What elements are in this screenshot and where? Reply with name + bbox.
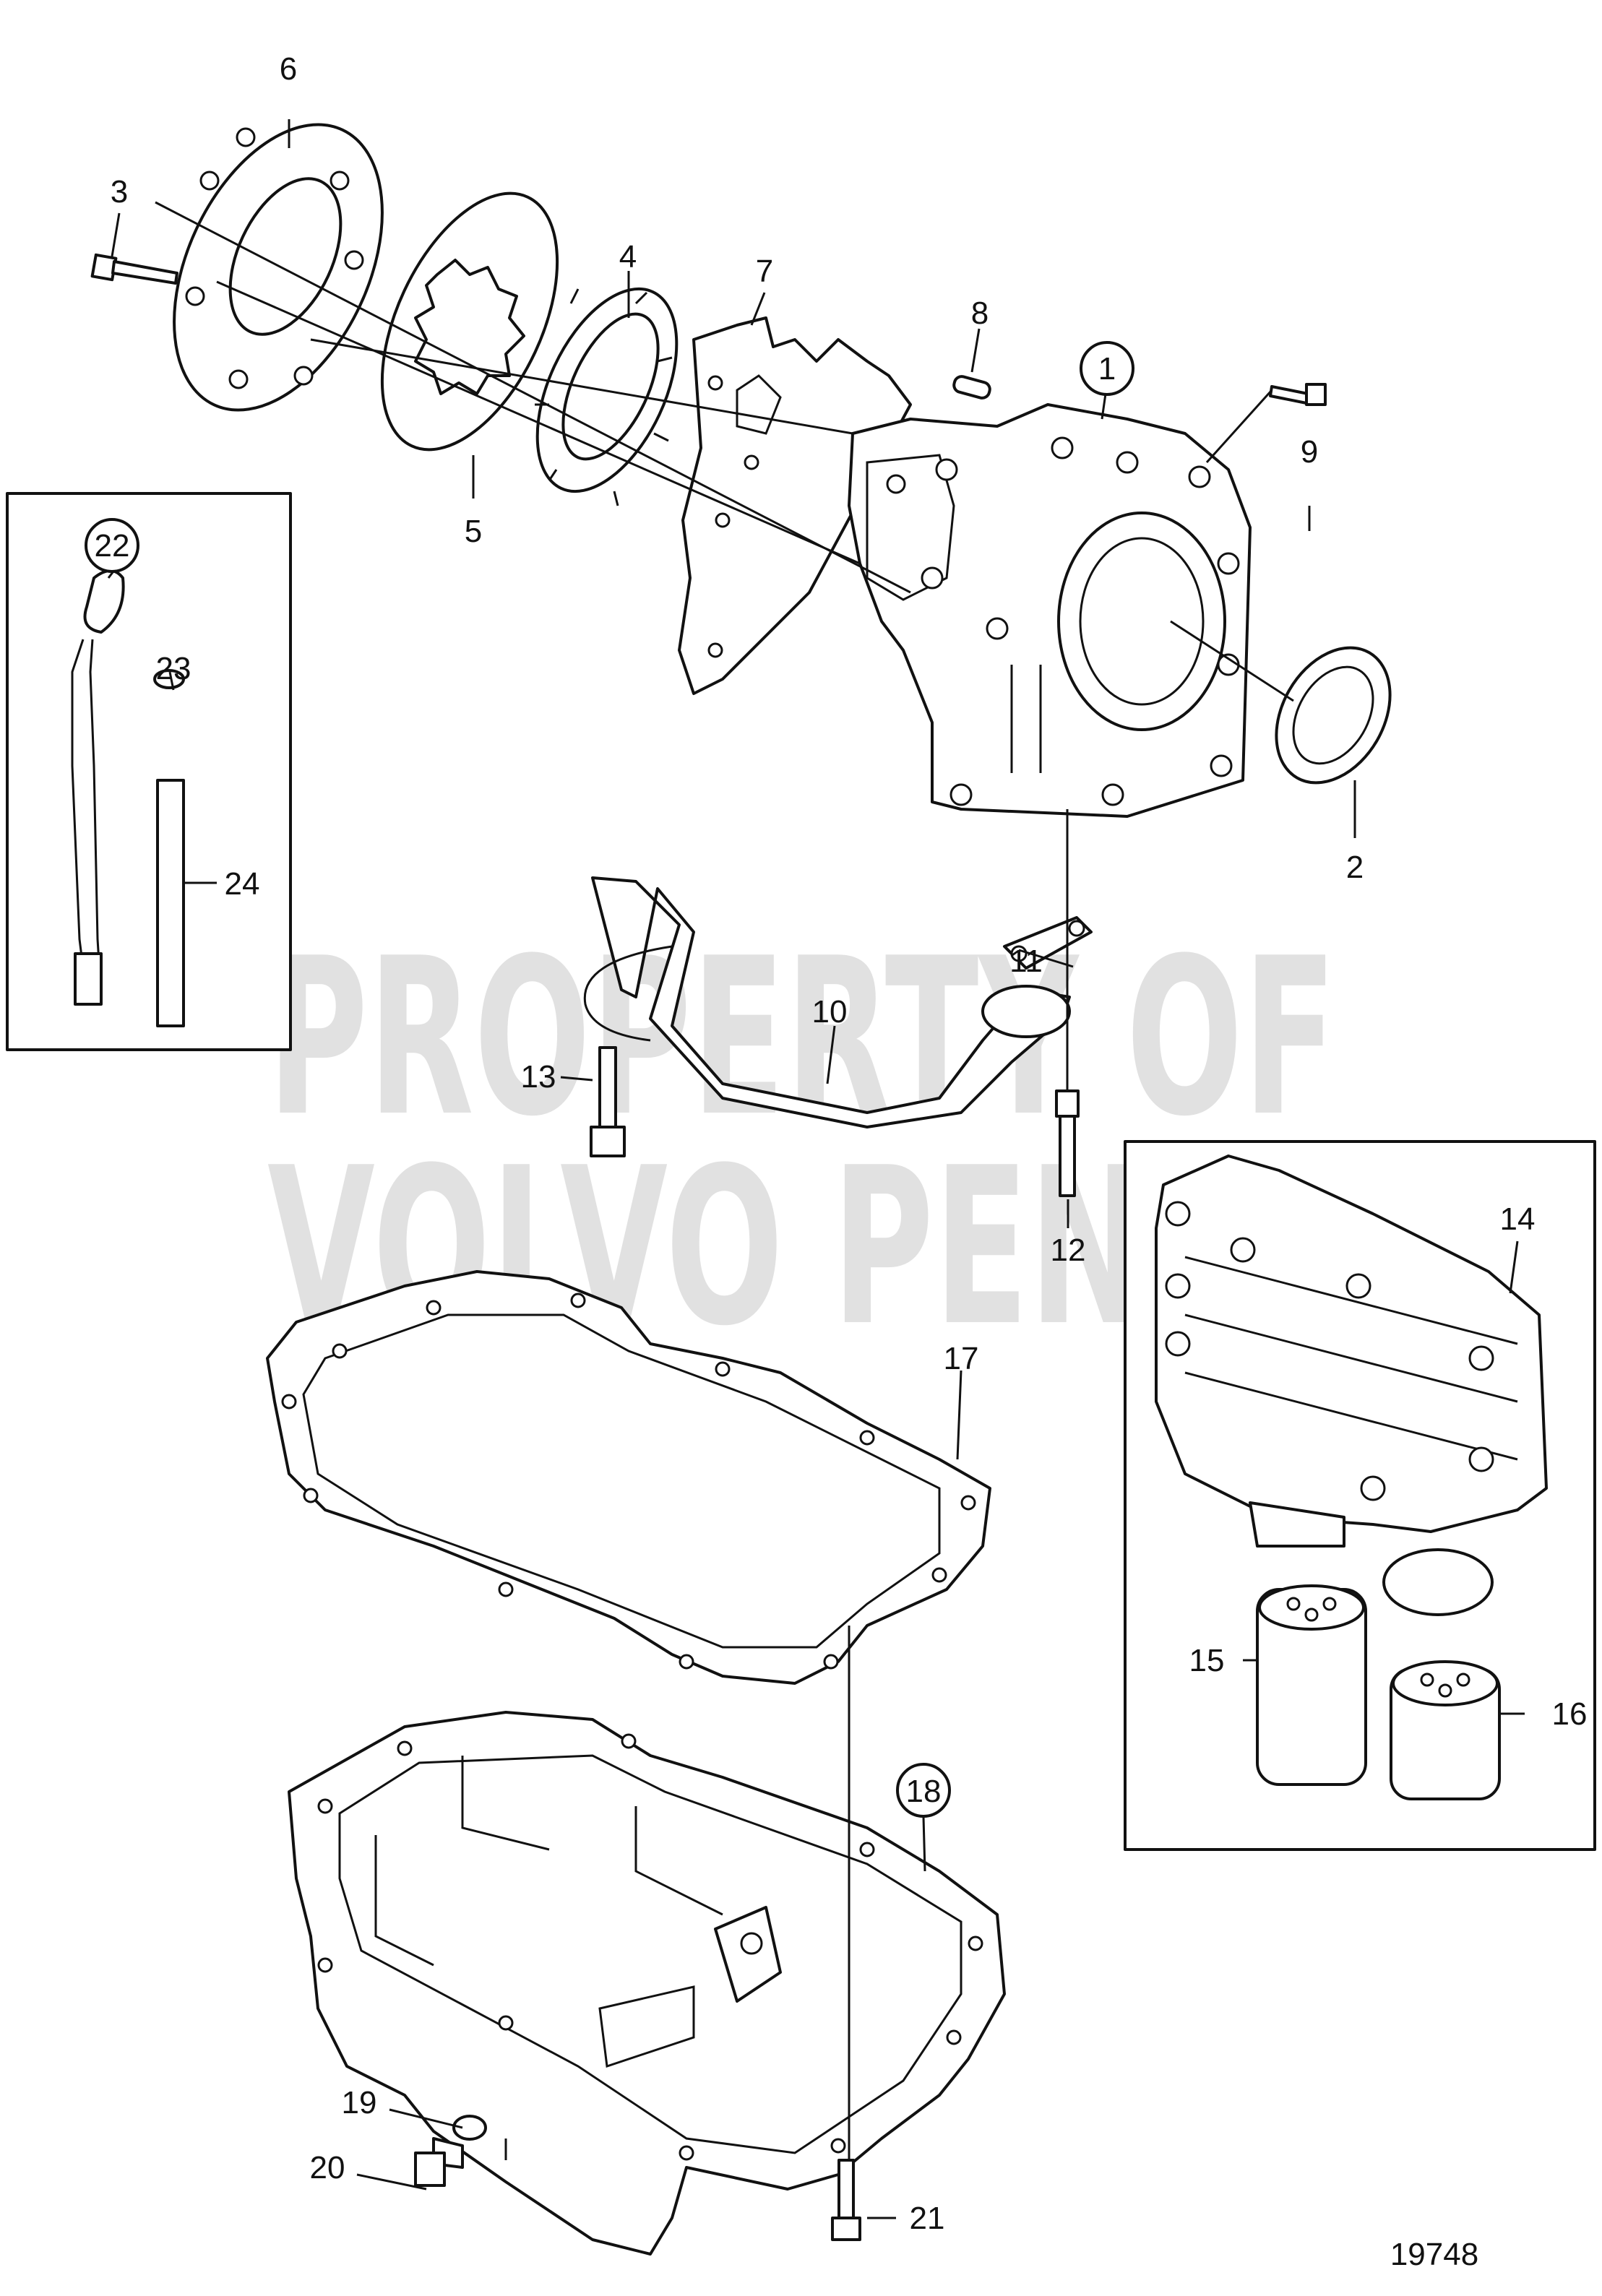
callout-circle-22 [85,518,139,573]
callout-11: 11 [1009,944,1043,979]
callout-3: 3 [111,174,128,210]
part-14-oil-filter-housing [1155,1155,1548,1616]
part-20-drain-plug [414,2137,464,2187]
part-9-bolt [1269,383,1327,406]
callout-circle-18 [896,1763,951,1818]
part-24-dipstick-tube [156,779,185,1027]
part-3-bolt [90,253,178,285]
part-21-bolt [831,2159,861,2241]
callout-19: 19 [342,2085,377,2120]
callout-6: 6 [280,51,297,87]
part-7-gasket [678,316,912,695]
callout-20: 20 [310,2150,345,2185]
callout-17: 17 [944,1341,979,1376]
callout-12: 12 [1051,1233,1086,1268]
part-1-timing-cover [848,403,1252,818]
callout-labels: 6 3 4 7 8 1 9 5 22 23 2 24 11 10 13 12 1… [95,51,1588,2272]
callout-15: 15 [1189,1643,1225,1678]
part-15-oil-filter [1256,1584,1367,1786]
callout-22: 22 [95,528,130,564]
part-17-sump-gasket [266,1270,991,1685]
callout-7: 7 [756,254,773,289]
callout-4: 4 [619,239,637,275]
callout-13: 13 [521,1059,556,1095]
callout-21: 21 [910,2201,945,2236]
watermark-line-1: PROPERTY OF [267,912,1337,1164]
callout-2: 2 [1346,850,1364,885]
part-11-flange-gasket [1003,916,1093,970]
part-6-seal-plate [173,123,384,412]
callout-23: 23 [156,651,191,686]
part-10-pickup-pipe [583,876,1071,1128]
part-19-washer [452,2115,487,2141]
callout-9: 9 [1301,434,1318,470]
callout-24: 24 [225,866,260,902]
part-23-o-ring [153,669,185,689]
callout-5: 5 [465,514,482,549]
dipstick-inset-frame [6,492,292,1051]
callout-8: 8 [971,295,989,331]
part-13-bolt [590,1046,626,1157]
leader-lines [107,119,1525,2219]
callout-14: 14 [1500,1201,1536,1237]
part-5-gear-plate [380,191,559,452]
figure-number: 19748 [1390,2237,1478,2272]
callout-16: 16 [1552,1696,1588,1732]
callout-10: 10 [812,994,848,1030]
part-22-dipstick [71,569,125,1006]
callout-circle-1 [1080,341,1134,396]
callout-1: 1 [1098,351,1116,387]
part-2-oil-seal [1275,646,1392,785]
part-16-oil-filter [1390,1660,1501,1800]
callout-18: 18 [906,1774,942,1809]
part-8-dowel-pin [952,375,991,400]
part-12-bolt [1055,1089,1080,1197]
